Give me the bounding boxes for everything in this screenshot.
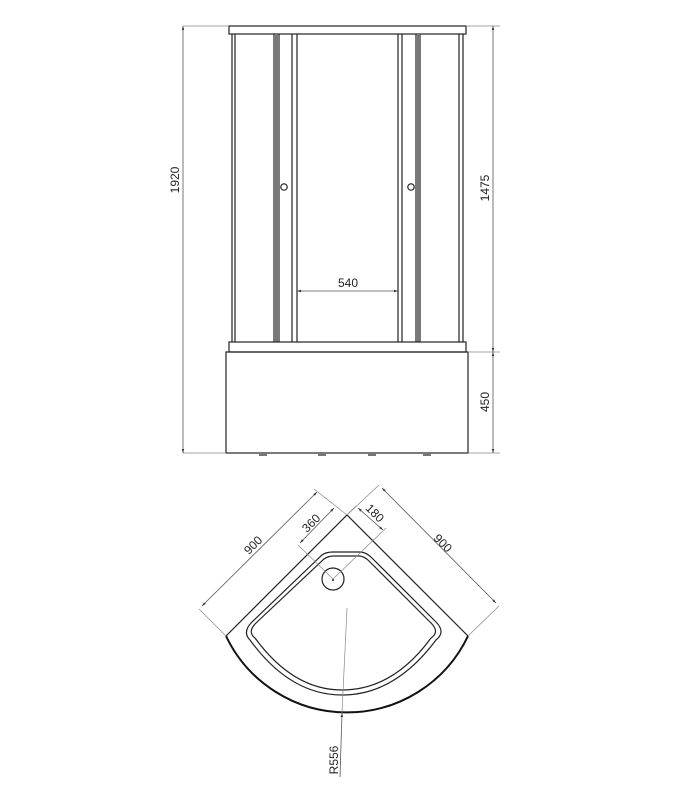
dim-width-left: 900 — [198, 488, 348, 637]
dim-total-height-label: 1920 — [168, 166, 182, 193]
drain-center — [332, 579, 334, 581]
dim-door-opening-label: 540 — [338, 276, 358, 290]
dim-corner-offset-label: 180 — [363, 501, 387, 525]
dim-radius: R556 — [327, 607, 348, 778]
dim-total-height: 1920 — [168, 25, 229, 454]
tray-feet — [259, 453, 431, 456]
door-handle-right-icon — [407, 183, 415, 191]
top-cap — [228, 25, 467, 35]
door-right-seal — [417, 34, 420, 342]
dim-drain-offset-label: 360 — [299, 511, 323, 535]
dim-glass-height-label: 1475 — [478, 174, 492, 201]
frame-profiles — [231, 34, 464, 342]
tray-apron — [225, 351, 469, 454]
dim-door-opening: 540 — [297, 276, 398, 293]
tray-rim — [228, 341, 467, 353]
dim-tray-height-label: 450 — [478, 392, 492, 412]
plan-view: R556 900 360 180 900 — [198, 484, 500, 778]
dim-corner-offset: 180 — [332, 501, 387, 580]
dim-width-left-label: 900 — [241, 533, 265, 557]
dim-width-right-label: 900 — [431, 531, 455, 555]
drain-icon — [321, 567, 345, 591]
tray-front-arc — [225, 635, 469, 714]
door-handle-left-icon — [280, 183, 288, 191]
door-left-seal — [275, 34, 278, 342]
dim-tray-height: 450 — [478, 352, 495, 453]
dim-glass-height: 1475 — [466, 25, 500, 454]
dim-radius-label: R556 — [327, 745, 341, 774]
front-view: 540 1920 1475 450 — [168, 25, 500, 456]
